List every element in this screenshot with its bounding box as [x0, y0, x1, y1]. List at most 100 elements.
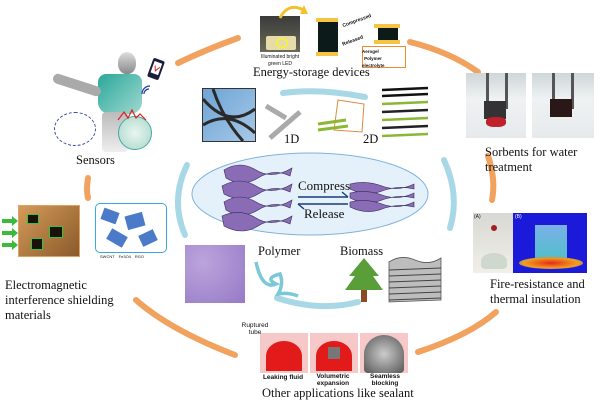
emi-label-line2: interference shielding: [5, 293, 114, 307]
energy-storage-label: Energy-storage devices: [253, 65, 370, 79]
graphene-sheet-icon: [317, 99, 365, 133]
energy-storage-figure: Illuminated bright green LED Compressed …: [258, 12, 406, 68]
dim-2d-label: 2D: [363, 132, 379, 146]
expanding-plug: [328, 347, 340, 359]
led-caption: Illuminated bright green LED: [260, 54, 300, 67]
legend-rgo: RGO: [134, 254, 145, 259]
graphene-aerogel-compressed: [349, 182, 415, 212]
polymer-label: Polymer: [258, 244, 301, 258]
ring-seg-left: [84, 175, 91, 201]
inner-seg-top: [280, 88, 368, 100]
robot-arm-left: [51, 72, 103, 98]
sealant-blocking: [360, 333, 408, 373]
emi-legend: SWCNT Fe3O4 RGO: [100, 254, 170, 259]
alcohol-lamp: [481, 253, 507, 269]
legend-swcnt: SWCNT: [100, 254, 115, 259]
dim-1d-label: 1D: [284, 132, 300, 146]
emi-pore: [27, 214, 39, 224]
rgo-sheet: [124, 211, 146, 231]
polymer-electrolyte-label: Polymer electrolyte: [362, 56, 385, 68]
fire-label-line2: thermal insulation: [490, 292, 581, 306]
rgo-sheet: [100, 207, 120, 225]
aerogel-label: Aerogel: [362, 49, 379, 54]
inner-seg-right: [441, 157, 457, 231]
wireless-signal-icon: [141, 85, 151, 95]
sealant-leaking: [260, 333, 308, 373]
ring-seg-bottom-left: [133, 297, 238, 358]
compress-release-arrows-icon: [297, 191, 349, 210]
fire-photo-a: (A): [473, 213, 513, 273]
led-highlight: [276, 38, 288, 48]
fire-thermal-image-b: (B): [513, 213, 587, 273]
sorbent-holder: [486, 73, 508, 109]
sorbents-label-line2: treatment: [485, 160, 533, 174]
carbon-nanotube-icon: [264, 103, 302, 140]
aerogel-block-left: [318, 22, 338, 52]
electrode-top-left: [316, 18, 338, 22]
sorbents-label-line1: Sorbents for water: [485, 145, 578, 159]
cnt-network-icon: [201, 88, 257, 143]
layered-2d-icon: [381, 86, 429, 138]
emi-label-line1: Electromagnetic: [5, 278, 87, 292]
ring-seg-right-lower: [415, 309, 499, 355]
compressed-label: Compressed: [341, 13, 373, 30]
rgo-sheet: [138, 229, 158, 247]
rotate-arrow-icon: [278, 5, 308, 19]
biomass-label: Biomass: [340, 244, 384, 258]
emi-pore: [31, 238, 43, 250]
ring-seg-right-upper: [485, 153, 497, 203]
inner-seg-bottom: [274, 295, 361, 310]
robot-torso: [98, 74, 142, 114]
polymer-foam-cube: [185, 245, 245, 303]
emi-inset: [95, 203, 167, 253]
cnt-aerogel-cube: [201, 88, 257, 143]
smartphone-icon: [147, 58, 165, 80]
legend-fe3o4: Fe3O4: [118, 254, 131, 259]
inset-box: [362, 46, 406, 68]
fire-label-line1: Fire-resistance and: [490, 277, 585, 291]
red-dye: [486, 117, 506, 127]
step-volumetric-expansion: Volumetric expansion: [316, 373, 350, 387]
sorbent-block: [484, 101, 506, 119]
sorbent-photo-after: [532, 73, 594, 138]
ruptured-tube-label: Ruptured tube: [241, 322, 269, 336]
electrode-bottom-right: [374, 40, 400, 44]
sorbent-block-absorbed: [550, 99, 572, 117]
aerogel-block-right: [378, 28, 398, 40]
em-wave-arrows-icon: [2, 216, 18, 250]
robot-figure: [50, 50, 170, 160]
ring-seg-top-right: [407, 39, 481, 75]
robot-head: [118, 52, 136, 74]
flame-sample: [491, 225, 497, 231]
sealant-expansion: [310, 333, 358, 373]
thermal-column: [535, 225, 567, 261]
release-label: Release: [304, 206, 345, 221]
layered-biomass-aerogel: [388, 257, 442, 303]
compress-label: Compress: [298, 178, 350, 193]
sensors-label: Sensors: [76, 153, 115, 167]
emi-pore: [49, 226, 63, 238]
step-leaking-fluid: Leaking fluid: [262, 374, 304, 381]
blocked-plug: [364, 335, 404, 373]
rgo-sheet: [106, 228, 128, 248]
sensor-inset-left: [54, 112, 96, 146]
sensor-signal-icon: [117, 108, 147, 121]
panel-b-label: (B): [515, 214, 522, 220]
sealant-label: Other applications like sealant: [262, 386, 414, 400]
emi-label-line3: materials: [5, 308, 51, 322]
polymer-chain-icon: [254, 261, 299, 298]
inner-seg-left: [174, 162, 190, 238]
sensor-inset-right: [118, 116, 152, 150]
emi-foam-cube: [18, 205, 80, 257]
panel-a-label: (A): [474, 214, 481, 220]
electrode-bottom-left: [316, 52, 338, 56]
tube: [266, 341, 302, 371]
sorbent-photo-before: [466, 73, 526, 138]
sorbent-holder: [552, 73, 574, 109]
graphene-aerogel-expanded: [221, 164, 293, 232]
ring-seg-top-left: [175, 35, 241, 66]
tree-icon: [345, 258, 383, 302]
step-seamless-blocking: Seamless blocking: [370, 373, 400, 387]
